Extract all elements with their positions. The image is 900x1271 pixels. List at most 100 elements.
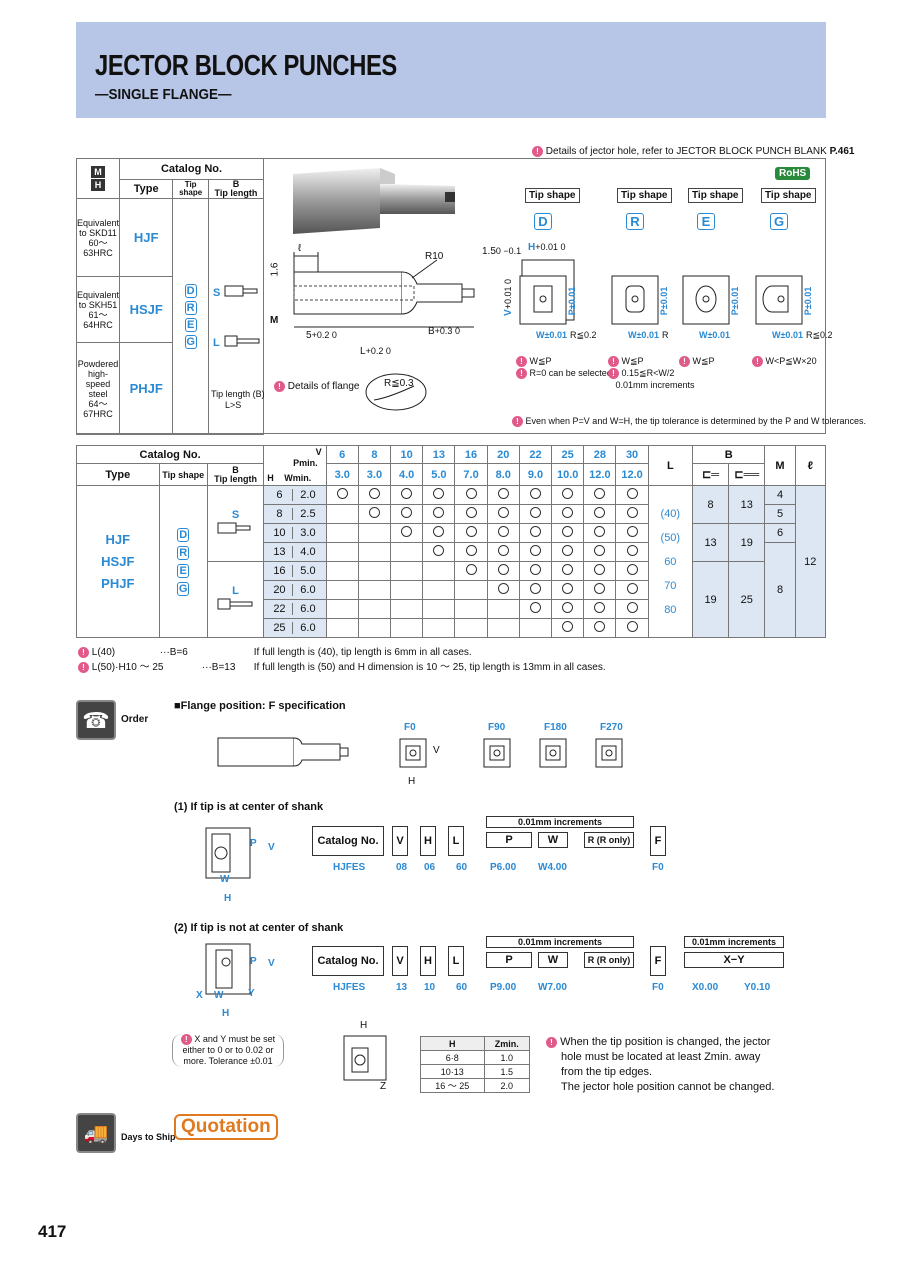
availability-cell <box>486 542 520 562</box>
available-mark <box>529 526 541 537</box>
page-ref[interactable]: P.461 <box>829 146 855 158</box>
field-box-l: L <box>448 826 464 856</box>
availability-cell <box>583 542 617 562</box>
m-header: M <box>764 445 796 486</box>
dim-15: 1.50 −0.1 <box>482 246 521 257</box>
availability-cell <box>486 580 520 600</box>
tip-shape-label: Tip shape <box>761 188 816 203</box>
r-only-box: R (R only) <box>584 952 634 968</box>
example-value: W4.00 <box>538 862 567 873</box>
available-mark <box>433 507 445 518</box>
availability-cell <box>357 580 392 600</box>
title-banner: JECTOR BLOCK PUNCHES —SINGLE FLANGE— <box>76 22 826 118</box>
flange-code: F180 <box>544 722 567 733</box>
length-note-rule: ···B=13 <box>201 662 236 673</box>
flange-title: ■Flange position: F specification <box>174 700 346 712</box>
b-header: B <box>691 445 766 464</box>
note-icon: ! <box>180 1034 192 1046</box>
tolerance-note-text: Even when P=V and W=H, the tip tolerance… <box>525 416 867 426</box>
h-value: 6 <box>267 489 293 501</box>
available-mark <box>626 507 638 518</box>
availability-cell <box>390 580 424 600</box>
availability-cell <box>390 523 424 543</box>
dim-15-value: 1.5 <box>482 246 496 257</box>
availability-cell <box>486 618 520 638</box>
tip-r: R≦0.2 <box>806 330 833 340</box>
z-note-line: hole must be located at least Zmin. away <box>561 1051 761 1063</box>
z-table-cell: 16 ～ 25 <box>420 1078 485 1093</box>
pmin-value: 10.0 <box>551 463 585 486</box>
tip-note: ! R=0 can be selected. <box>516 368 614 380</box>
flange-position-drawing <box>595 738 623 768</box>
availability-cell <box>454 504 488 524</box>
h-badge: H <box>91 179 106 191</box>
availability-cell <box>583 561 617 581</box>
flange-code: F0 <box>404 722 416 733</box>
availability-cell <box>357 618 392 638</box>
dim-b-value: B <box>428 326 435 337</box>
length-note-key: L(50)·H10 ～ 25 <box>91 662 164 673</box>
availability-cell <box>486 599 520 619</box>
pmin-value: 8.0 <box>486 463 520 486</box>
tip-w: W±0.01 <box>628 330 659 340</box>
availability-cell <box>486 523 520 543</box>
available-mark <box>594 583 606 594</box>
pmin-value: 9.0 <box>518 463 553 486</box>
available-mark <box>562 526 574 537</box>
hardness-text: 64～67HRC <box>83 398 113 419</box>
dim-v: V+0.01 0 <box>503 279 514 316</box>
pmin-value: 12.0 <box>615 463 649 486</box>
note-icon: ! <box>679 356 690 368</box>
v-value: 28 <box>583 445 617 464</box>
days-to-ship-label: Days to Ship <box>121 1132 176 1142</box>
tip-length-cell: S L Tip length (B)L>S <box>207 198 265 435</box>
available-mark <box>626 621 638 632</box>
availability-cell <box>615 580 649 600</box>
dim-h-value: H <box>528 242 536 253</box>
case2-v: V <box>268 958 275 969</box>
h-value: 16 <box>267 565 293 577</box>
v-header: V <box>315 447 322 457</box>
example-value: P6.00 <box>490 862 517 873</box>
availability-cell <box>422 561 456 581</box>
z-label: Z <box>380 1081 387 1092</box>
available-mark <box>594 507 606 518</box>
b-long: 13 <box>728 485 766 524</box>
tip-note: 0.01mm increments <box>608 380 695 390</box>
r-only-box: R (R only) <box>584 832 634 848</box>
w-value: 6.0 <box>300 584 316 596</box>
pmin-value: 3.0 <box>357 463 392 486</box>
tip-note-text: 0.15≦R<W/2 <box>621 368 675 378</box>
tip-note: ! W≦P <box>608 356 644 368</box>
note-icon: ! <box>78 646 89 658</box>
increments-box: 0.01mm increments <box>486 936 634 948</box>
catalog-no-box: Catalog No. <box>312 946 384 976</box>
availability-cell <box>551 523 585 543</box>
z-table-cell: 10·13 <box>420 1064 485 1079</box>
b-long-icon: ⊏══ <box>728 463 766 486</box>
available-mark <box>497 564 509 575</box>
z-drawing <box>343 1035 387 1081</box>
dim-b-tol: +0.3 0 <box>434 326 460 336</box>
truck-icon: 🚚 <box>76 1113 116 1153</box>
h-value: 25 <box>267 622 293 634</box>
tip-shape-r: R <box>184 301 197 315</box>
pmin-value: 3.0 <box>325 463 359 486</box>
dim-b: B <box>232 464 239 475</box>
example-value: P9.00 <box>490 982 517 993</box>
availability-cell <box>325 561 359 581</box>
type-hsjf: HSJF <box>119 276 174 343</box>
availability-cell <box>390 542 424 562</box>
dim-catalog-header: Catalog No. <box>75 445 265 464</box>
availability-cell <box>518 580 553 600</box>
length-note-text: If full length is (50) and H dimension i… <box>253 662 606 673</box>
l-value: (50) <box>660 531 681 544</box>
type-header: Type <box>119 179 174 199</box>
example-value: Y0.10 <box>744 982 771 993</box>
